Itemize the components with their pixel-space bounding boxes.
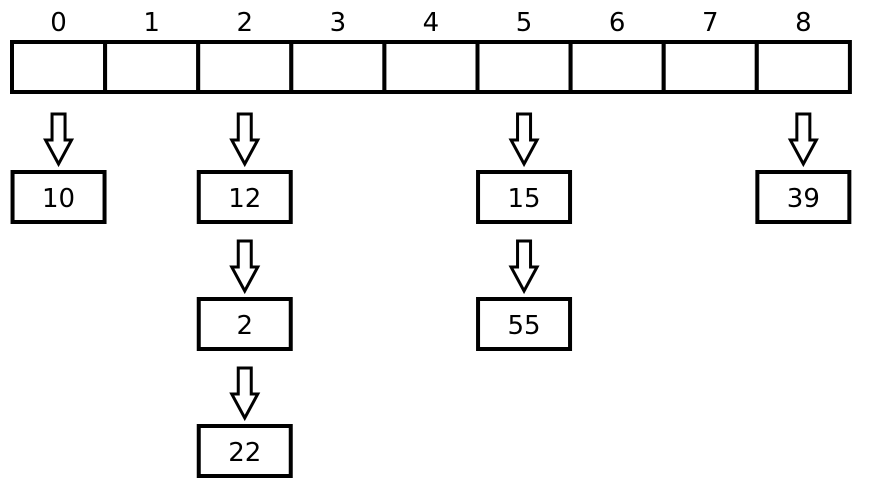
chain-node-box [196,297,293,351]
pointer-arrow-icon [229,239,261,295]
chain-node-value: 12 [228,184,261,214]
index-label-7: 7 [702,8,719,38]
chain-node-box [196,424,293,478]
chain-node-value: 55 [508,311,541,341]
bucket-cell-1 [103,40,201,94]
bucket-cell-3 [289,40,387,94]
index-label-2: 2 [236,8,253,38]
chain-node-box [476,297,573,351]
chain-node-value: 22 [228,438,261,468]
index-label-0: 0 [50,8,67,38]
bucket-cell-8 [754,40,852,94]
chain-node-value: 15 [508,184,541,214]
bucket-cell-7 [661,40,759,94]
pointer-arrow-icon [787,112,819,168]
pointer-arrow-icon [508,239,540,295]
index-label-6: 6 [609,8,626,38]
index-label-8: 8 [795,8,812,38]
chain-node-box [196,170,293,224]
index-label-5: 5 [516,8,533,38]
index-label-4: 4 [423,8,440,38]
chain-node-box [476,170,573,224]
chain-node-value: 39 [787,184,820,214]
chain-node-box [755,170,852,224]
chain-node-value: 2 [236,311,253,341]
pointer-arrow-icon [229,366,261,422]
bucket-cell-4 [382,40,480,94]
index-label-3: 3 [330,8,347,38]
pointer-arrow-icon [229,112,261,168]
chain-node-box [10,170,107,224]
bucket-array [10,40,852,94]
index-label-1: 1 [143,8,160,38]
bucket-cell-2 [196,40,294,94]
bucket-cell-0 [10,40,108,94]
pointer-arrow-icon [508,112,540,168]
index-labels: 0 1 2 3 4 5 6 7 8 [50,8,811,38]
bucket-cell-6 [568,40,666,94]
bucket-cell-5 [475,40,573,94]
pointer-arrow-icon [43,112,75,168]
chain-node-value: 10 [42,184,75,214]
